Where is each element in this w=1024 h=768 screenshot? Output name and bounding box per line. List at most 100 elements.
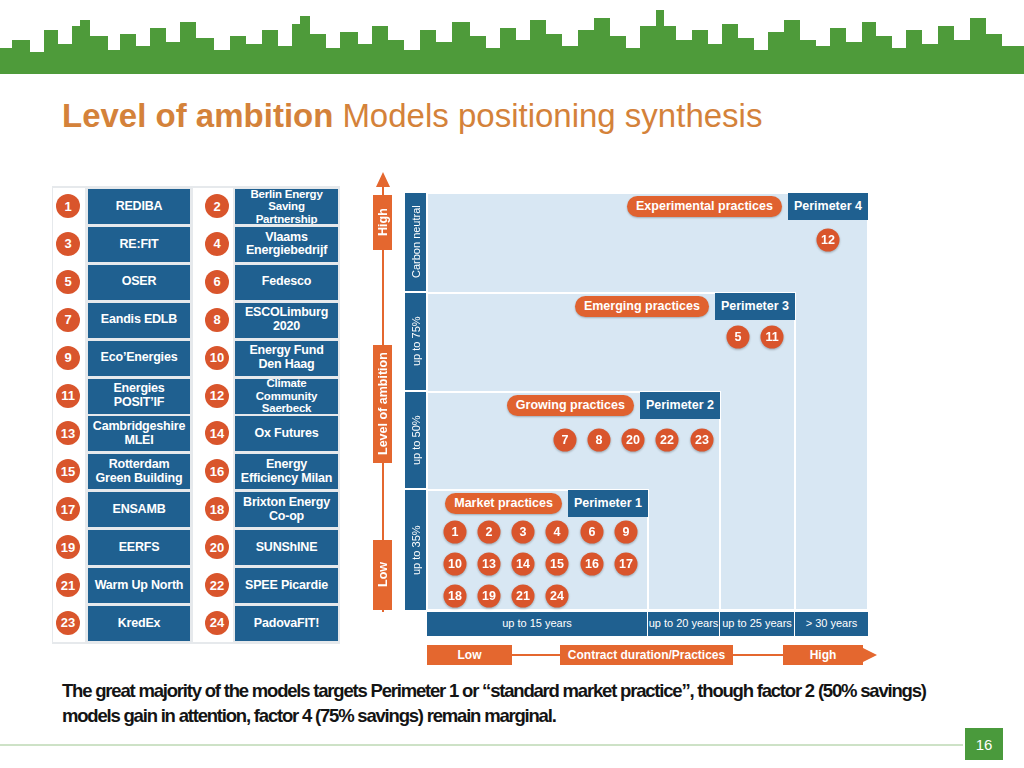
circle-fill — [588, 429, 611, 452]
circle-fill — [622, 429, 645, 452]
model-number: 13 — [477, 552, 501, 576]
circle-fill — [691, 429, 714, 452]
table-cell: Energies POSIT’IF — [88, 379, 190, 414]
circle-fill — [727, 326, 750, 349]
slide-title: Level of ambition — [62, 97, 333, 135]
circle-fill — [817, 229, 840, 252]
callout-number: 19 — [56, 535, 80, 559]
table-cell: Warm Up North — [88, 568, 190, 603]
table-cell: Berlin Energy Saving Partnership — [235, 189, 338, 224]
model-number: 17 — [614, 552, 638, 576]
title-row: Level of ambitionModels positioning synt… — [62, 97, 762, 135]
model-circle: 13 — [477, 552, 501, 576]
axis-title: Level of ambition — [373, 345, 392, 463]
model-number: 6 — [580, 520, 604, 544]
model-circle: 5 — [726, 325, 750, 349]
table-cell: Energy Fund Den Haag — [235, 341, 338, 376]
table-cell: ENSAMB — [88, 492, 190, 527]
callout-number: 21 — [56, 573, 80, 597]
callout-number: 23 — [56, 611, 80, 635]
model-number: 15 — [545, 552, 569, 576]
perimeter-box: Experimental practicesPerimeter 412Emerg… — [427, 193, 868, 610]
table-cell: Cambridgeshire MLEI — [88, 416, 190, 451]
skyline-banner — [0, 10, 1024, 74]
circle-fill — [615, 553, 638, 576]
model-circle: 9 — [614, 520, 638, 544]
table-cell: Fedesco — [235, 265, 338, 300]
model-number: 16 — [580, 552, 604, 576]
table-cell: Brixton Energy Co-op — [235, 492, 338, 527]
model-circle: 19 — [477, 584, 501, 608]
callout-number: 24 — [205, 611, 229, 635]
callout-number: 5 — [56, 270, 80, 294]
model-number: 1 — [443, 520, 467, 544]
axis-label: Low — [427, 645, 512, 665]
perimeter-header: Market practicesPerimeter 1 — [445, 490, 648, 517]
model-number: 9 — [614, 520, 638, 544]
model-circle: 3 — [511, 520, 535, 544]
model-number: 18 — [443, 584, 467, 608]
table-cell: Rotterdam Green Building — [88, 454, 190, 489]
callout-number: 6 — [205, 270, 229, 294]
model-circle: 2 — [477, 520, 501, 544]
model-circle: 24 — [545, 584, 569, 608]
model-circle: 23 — [690, 428, 714, 452]
circle-fill — [546, 585, 569, 608]
table-background — [52, 186, 340, 644]
table-cell: KredEx — [88, 606, 190, 641]
model-circle: 15 — [545, 552, 569, 576]
model-number: 21 — [511, 584, 535, 608]
callout-number: 9 — [56, 346, 80, 370]
circle-fill — [615, 521, 638, 544]
model-circle: 22 — [655, 428, 679, 452]
model-number: 14 — [511, 552, 535, 576]
chart-background — [427, 193, 868, 610]
circle-fill — [546, 521, 569, 544]
callout-number: 20 — [205, 535, 229, 559]
perimeter-header: Experimental practicesPerimeter 4 — [627, 193, 868, 220]
axis-title: Contract duration/Practices — [560, 645, 733, 665]
callout-number: 1 — [56, 194, 80, 218]
practice-pill: Experimental practices — [627, 196, 782, 217]
callout-number: 11 — [56, 384, 80, 408]
circle-fill — [478, 553, 501, 576]
table-cell: OSER — [88, 265, 190, 300]
table-cell: ESCOLimburg 2020 — [235, 303, 338, 338]
table-cell: REDIBA — [88, 189, 190, 224]
circle-fill — [581, 521, 604, 544]
table-cell: SUNShINE — [235, 530, 338, 565]
axis-label: High — [373, 195, 392, 250]
duration-level: up to 15 years — [427, 612, 647, 636]
footer-rule — [0, 745, 963, 746]
slide-subtitle: Models positioning synthesis — [342, 97, 762, 135]
circle-fill — [444, 553, 467, 576]
perimeter-tab: Perimeter 3 — [715, 293, 795, 320]
model-circle: 14 — [511, 552, 535, 576]
perimeter-box: Market practicesPerimeter 11234691013141… — [427, 490, 648, 610]
model-number: 23 — [690, 428, 714, 452]
table-cell: Eandis EDLB — [88, 303, 190, 338]
page-number: 16 — [965, 728, 1003, 760]
model-number: 19 — [477, 584, 501, 608]
ambition-level: up to 35% — [405, 490, 427, 610]
perimeter-header: Growing practicesPerimeter 2 — [507, 392, 720, 419]
model-circle: 16 — [580, 552, 604, 576]
model-number: 8 — [587, 428, 611, 452]
callout-number: 10 — [205, 346, 229, 370]
axis-label: Low — [373, 540, 392, 610]
perimeter-tab: Perimeter 2 — [640, 392, 720, 419]
circle-fill — [656, 429, 679, 452]
model-circle: 4 — [545, 520, 569, 544]
table-cell: PadovaFIT! — [235, 606, 338, 641]
circle-fill — [512, 521, 535, 544]
model-number: 20 — [621, 428, 645, 452]
table-number-cells — [53, 188, 233, 642]
model-circle: 6 — [580, 520, 604, 544]
callout-number: 17 — [56, 497, 80, 521]
perimeter-box: Growing practicesPerimeter 278202223Mark… — [427, 392, 720, 610]
callout-number: 2 — [205, 194, 229, 218]
axis-label: High — [783, 645, 863, 665]
duration-level: up to 25 years — [720, 612, 794, 636]
table-cell: Energy Efficiency Milan — [235, 454, 338, 489]
perimeter-box: Emerging practicesPerimeter 3511Growing … — [427, 293, 795, 610]
